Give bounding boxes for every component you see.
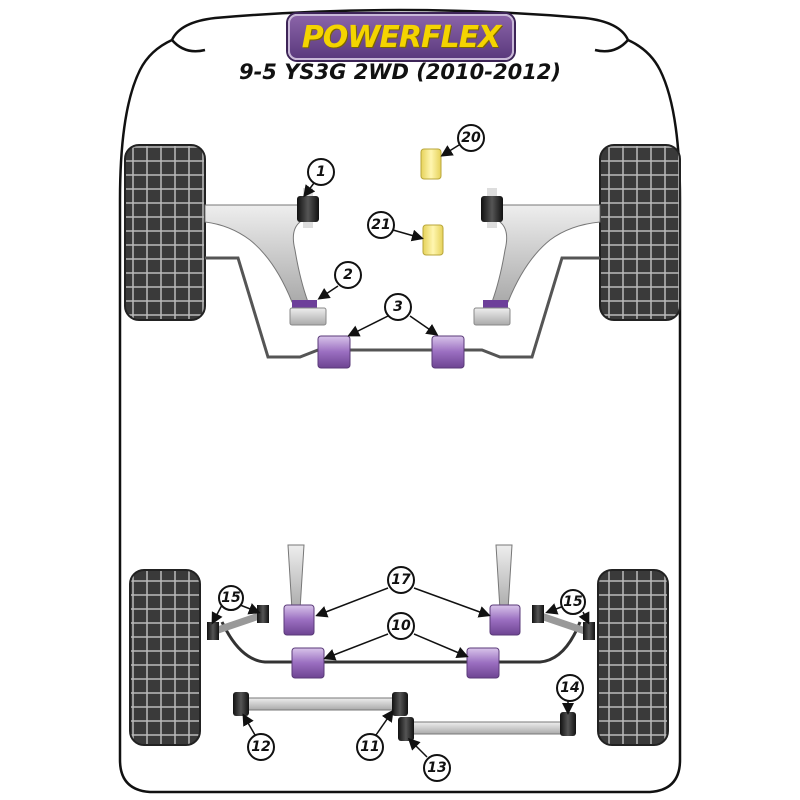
svg-text:3: 3: [393, 299, 403, 315]
bush-1-left: [297, 188, 319, 228]
svg-text:11: 11: [360, 739, 379, 755]
rear-right-trailing-arm: [495, 544, 513, 611]
lateral-link-13-14: [398, 712, 576, 741]
svg-text:13: 13: [427, 760, 446, 776]
callout-14: 14: [556, 674, 584, 702]
bush-3-right: [431, 335, 465, 369]
link-15-left: [207, 605, 269, 640]
svg-text:1: 1: [316, 164, 326, 180]
rear-left-wheel: [129, 569, 201, 746]
callout-21: 21: [367, 211, 395, 239]
callout-1: 1: [307, 158, 335, 186]
svg-text:15: 15: [563, 594, 583, 610]
callout-11: 11: [356, 733, 384, 761]
front-anti-roll-bar: [205, 256, 600, 359]
bush-21: [422, 224, 444, 256]
svg-text:12: 12: [251, 739, 270, 755]
front-left-wishbone: [204, 204, 309, 303]
bush-17-right: [489, 604, 521, 636]
bush-1-right: [481, 188, 503, 228]
svg-text:10: 10: [391, 618, 411, 634]
svg-text:2: 2: [343, 267, 353, 283]
callout-13: 13: [423, 754, 451, 782]
svg-text:17: 17: [391, 572, 411, 588]
callout-arrows: [211, 144, 590, 758]
bush-10-left: [291, 647, 325, 679]
callout-10: 10: [387, 612, 415, 640]
bush-2-right: [473, 300, 511, 326]
callout-17: 17: [387, 566, 415, 594]
callout-20: 20: [457, 124, 485, 152]
front-right-wheel: [599, 144, 681, 321]
rear-left-trailing-arm: [287, 544, 305, 611]
vehicle-title: 9-5 YS3G 2WD (2010-2012): [238, 60, 562, 84]
callout-3: 3: [384, 293, 412, 321]
svg-text:14: 14: [560, 680, 579, 696]
bush-10-right: [466, 647, 500, 679]
svg-text:15: 15: [221, 590, 241, 606]
rear-right-wheel: [597, 569, 669, 746]
front-left-wheel: [124, 144, 206, 321]
lateral-link-11-12: [233, 692, 408, 716]
svg-text:21: 21: [371, 217, 390, 233]
callout-12: 12: [247, 733, 275, 761]
callout-15-right: 15: [560, 589, 586, 615]
powerflex-logo: POWERFLEX: [288, 14, 514, 60]
callout-15-left: 15: [218, 585, 244, 611]
svg-text:20: 20: [461, 130, 481, 146]
bush-3-left: [317, 335, 351, 369]
bush-20: [420, 148, 442, 180]
car-body-outline: [118, 8, 682, 794]
rear-anti-roll-bar: [220, 621, 582, 664]
link-15-right: [532, 605, 595, 640]
front-right-wishbone: [491, 204, 601, 303]
bush-2-left: [289, 300, 327, 326]
bush-17-left: [283, 604, 315, 636]
callout-2: 2: [334, 261, 362, 289]
